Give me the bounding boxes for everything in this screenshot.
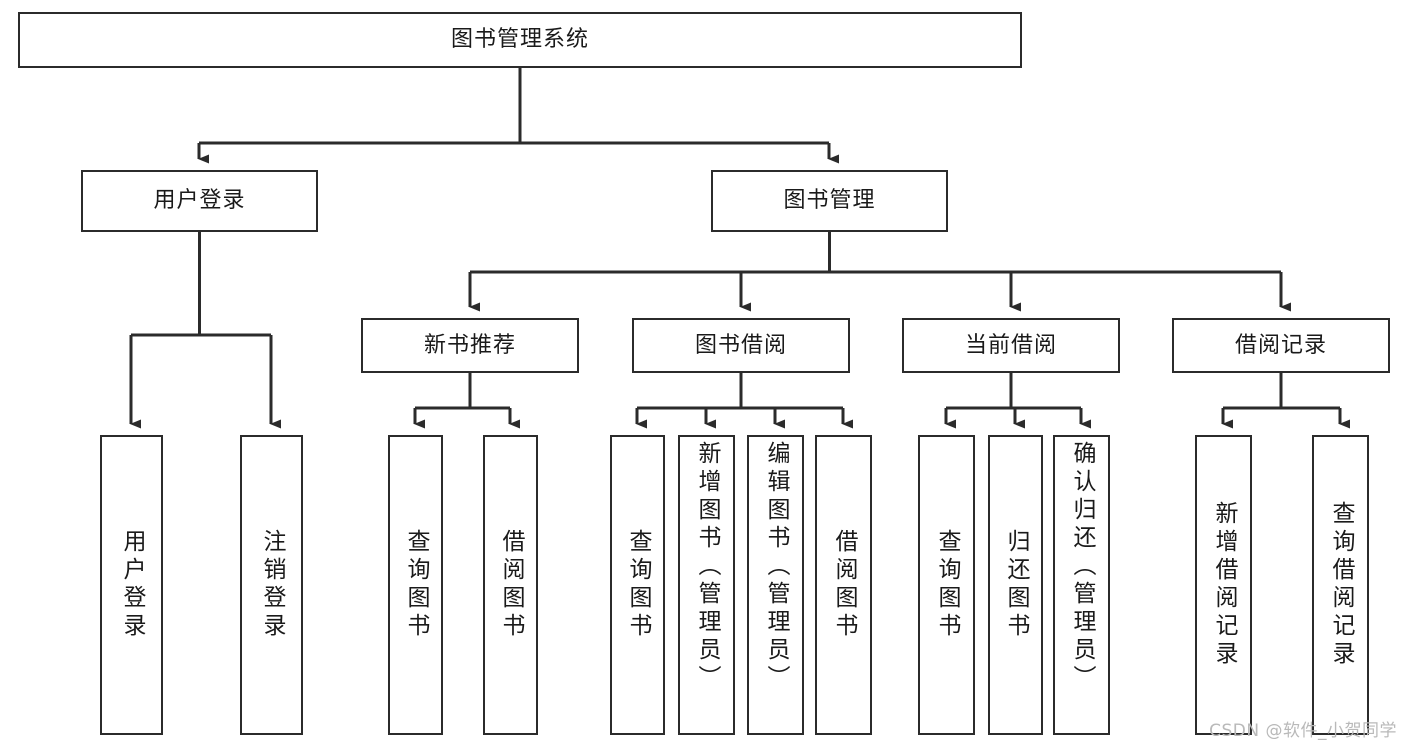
node-user-login[interactable]: 用户登录 <box>81 170 318 232</box>
node-leaf-borrow-book-borrow[interactable]: 借阅图书 <box>815 435 872 735</box>
csdn-watermark: CSDN @软件_小贺同学 <box>1209 721 1397 741</box>
node-book-manage-label: 图书管理 <box>783 188 876 213</box>
node-leaf-query-book-current[interactable]: 查询图书 <box>918 435 975 735</box>
node-new-book-recommend[interactable]: 新书推荐 <box>361 318 579 373</box>
node-leaf-add-borrow-record-label: 新增借阅记录 <box>1211 501 1237 669</box>
node-root[interactable]: 图书管理系统 <box>18 12 1022 68</box>
node-leaf-add-borrow-record[interactable]: 新增借阅记录 <box>1195 435 1252 735</box>
node-leaf-query-book-recommend-label: 查询图书 <box>403 529 429 641</box>
node-leaf-query-book-current-label: 查询图书 <box>934 529 960 641</box>
node-user-login-label: 用户登录 <box>153 188 246 213</box>
node-leaf-edit-book-admin[interactable]: 编辑图书（管理员） <box>747 435 804 735</box>
node-leaf-edit-book-admin-label: 编辑图书（管理员） <box>763 441 789 693</box>
node-leaf-user-logout[interactable]: 注销登录 <box>240 435 303 735</box>
node-leaf-query-book-borrow[interactable]: 查询图书 <box>610 435 665 735</box>
node-leaf-add-book-admin-label: 新增图书（管理员） <box>694 441 720 693</box>
node-book-manage[interactable]: 图书管理 <box>711 170 948 232</box>
node-leaf-query-borrow-record-label: 查询借阅记录 <box>1328 501 1354 669</box>
node-leaf-confirm-return-admin[interactable]: 确认归还（管理员） <box>1053 435 1110 735</box>
node-borrow-record-label: 借阅记录 <box>1234 332 1327 358</box>
node-leaf-query-book-borrow-label: 查询图书 <box>625 529 651 641</box>
node-leaf-return-book[interactable]: 归还图书 <box>988 435 1043 735</box>
node-leaf-add-book-admin[interactable]: 新增图书（管理员） <box>678 435 735 735</box>
node-book-borrow[interactable]: 图书借阅 <box>632 318 850 373</box>
node-leaf-return-book-label: 归还图书 <box>1003 529 1029 641</box>
node-book-borrow-label: 图书借阅 <box>694 332 787 358</box>
node-leaf-borrow-book-recommend-label: 借阅图书 <box>498 529 524 641</box>
node-new-book-recommend-label: 新书推荐 <box>423 332 516 358</box>
node-leaf-user-logout-label: 注销登录 <box>259 529 285 641</box>
node-leaf-user-login-label: 用户登录 <box>119 529 145 641</box>
node-leaf-query-book-recommend[interactable]: 查询图书 <box>388 435 443 735</box>
node-current-borrow[interactable]: 当前借阅 <box>902 318 1120 373</box>
node-leaf-query-borrow-record[interactable]: 查询借阅记录 <box>1312 435 1369 735</box>
node-current-borrow-label: 当前借阅 <box>964 332 1057 358</box>
node-borrow-record[interactable]: 借阅记录 <box>1172 318 1390 373</box>
node-leaf-confirm-return-admin-label: 确认归还（管理员） <box>1069 441 1095 693</box>
node-leaf-borrow-book-borrow-label: 借阅图书 <box>831 529 857 641</box>
node-leaf-user-login[interactable]: 用户登录 <box>100 435 163 735</box>
node-root-label: 图书管理系统 <box>450 27 589 52</box>
node-leaf-borrow-book-recommend[interactable]: 借阅图书 <box>483 435 538 735</box>
